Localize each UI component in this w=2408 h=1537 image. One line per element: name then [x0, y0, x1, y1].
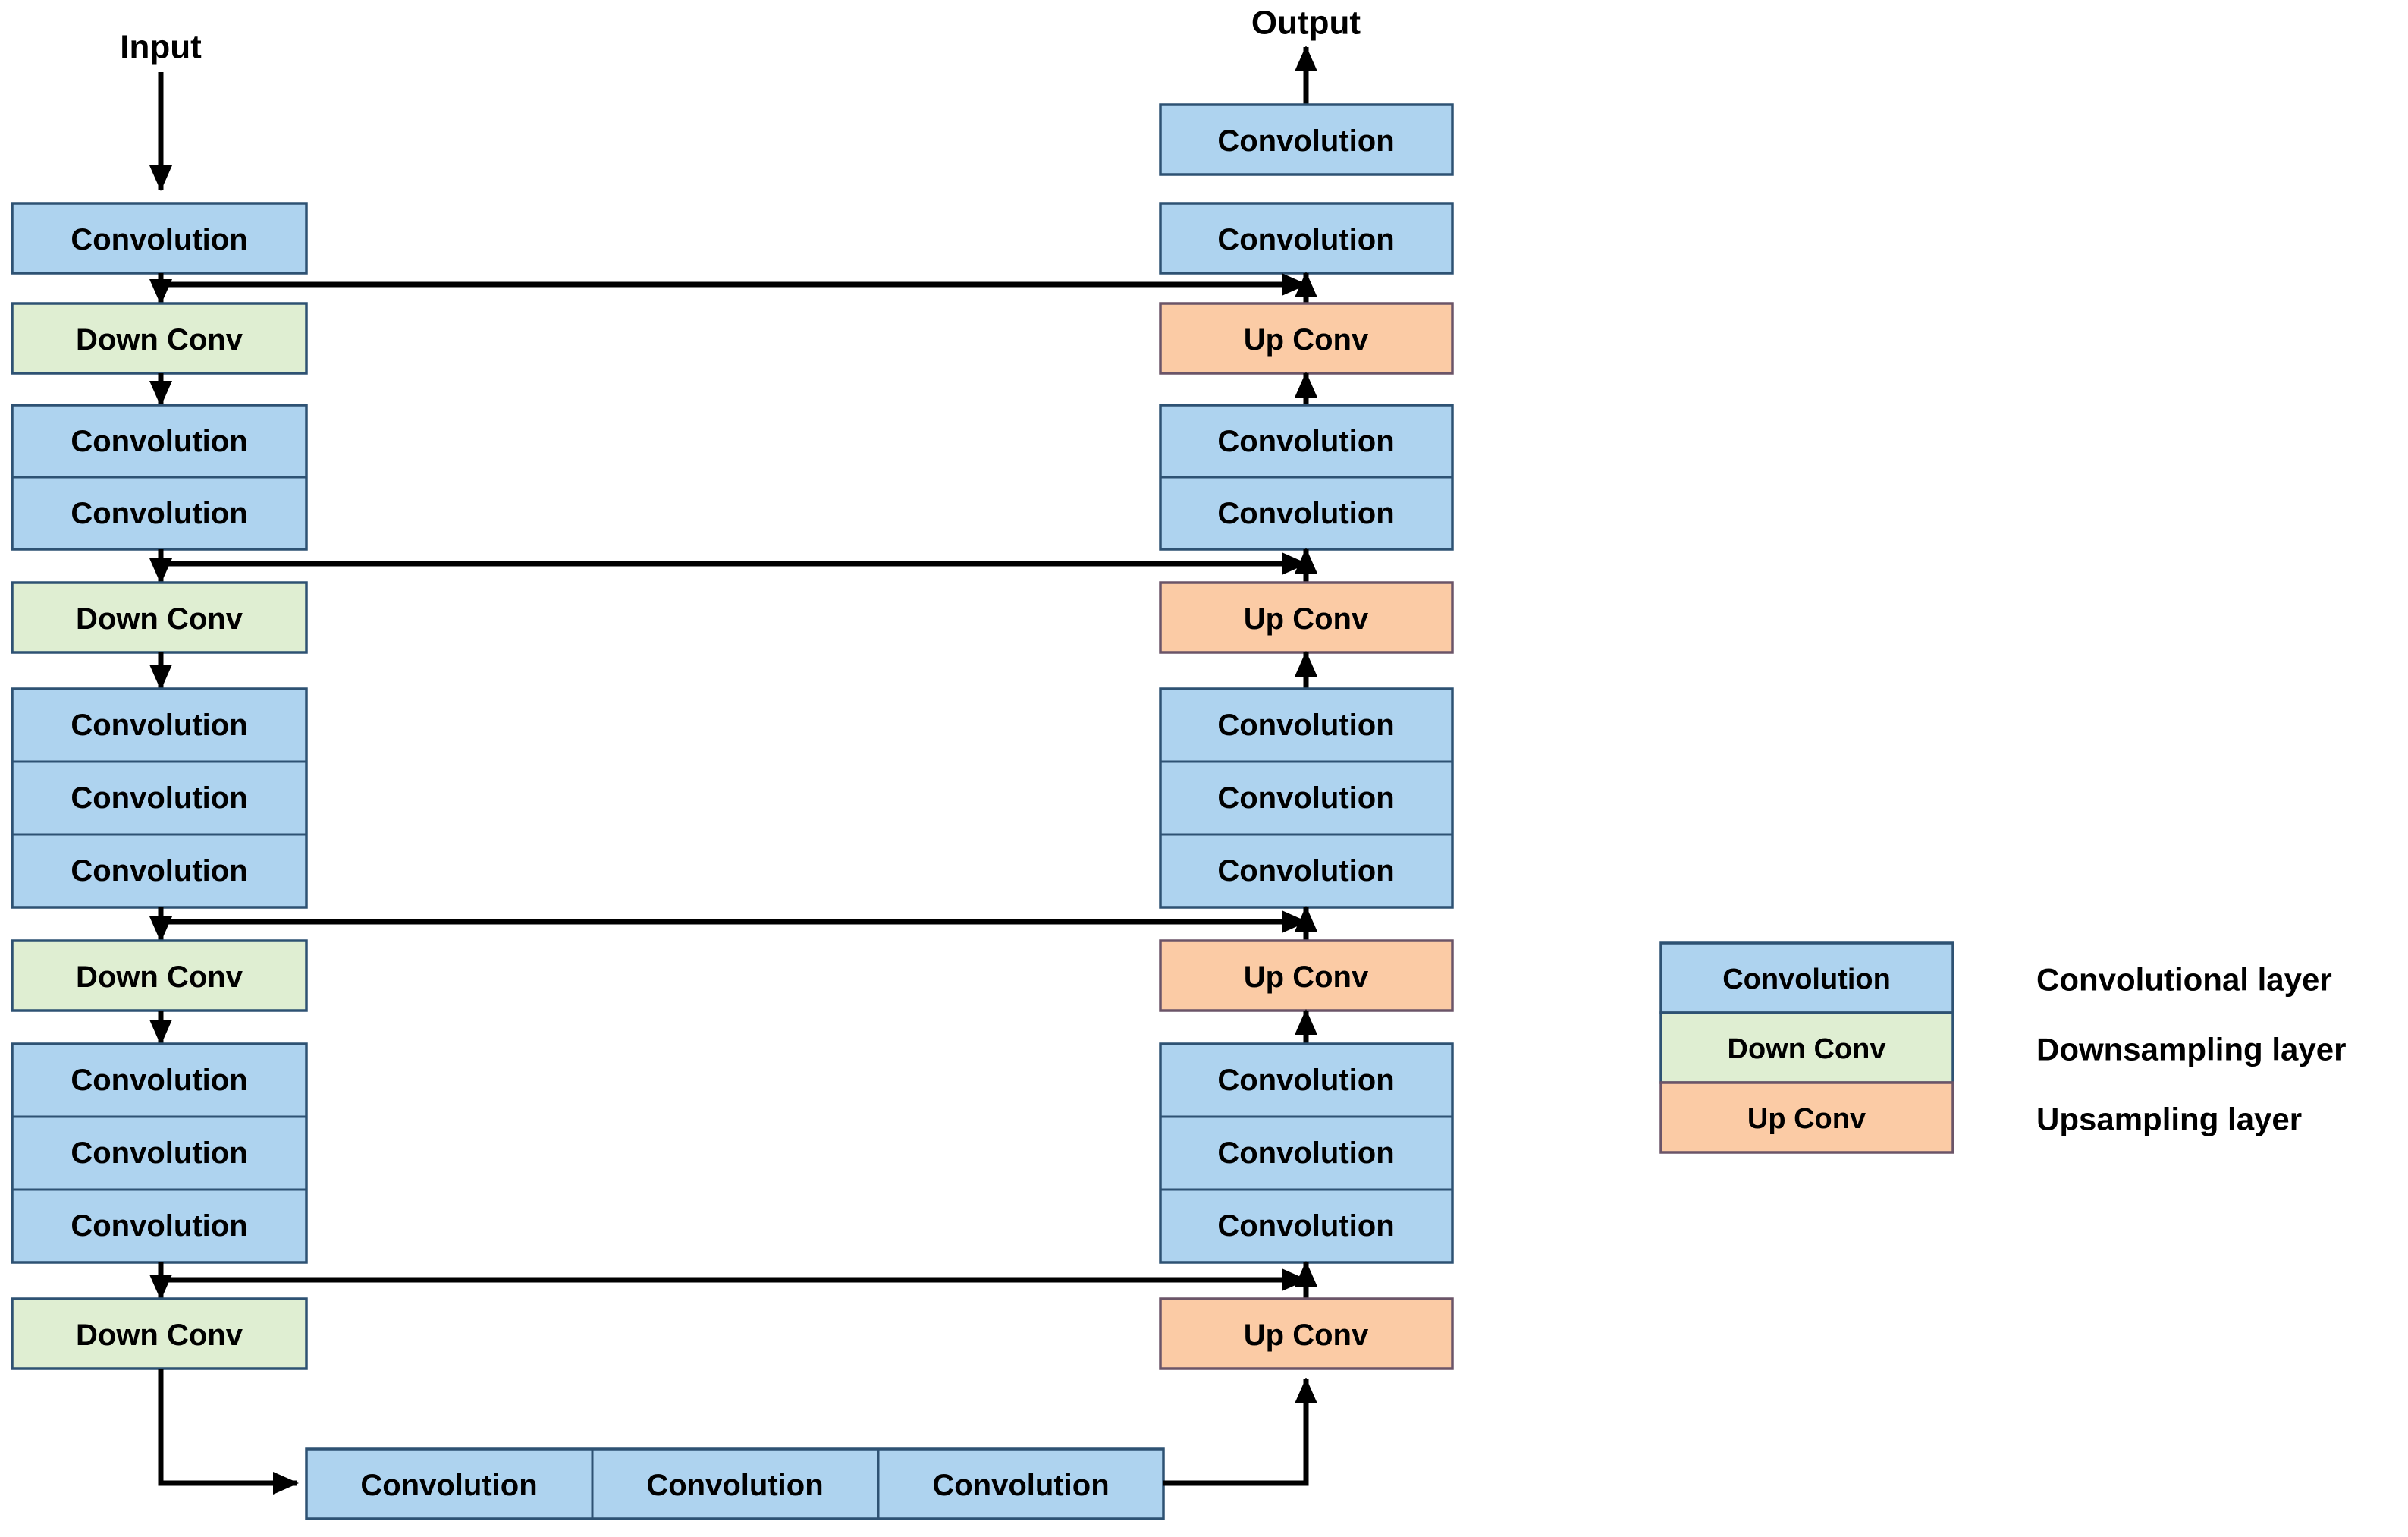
enc-stage-4-box[interactable] [11, 1042, 308, 1264]
legend-description-convolution: Convolutional layer [2036, 962, 2332, 998]
enc-down-1[interactable]: Down Conv [11, 302, 308, 375]
enc-down-2[interactable]: Down Conv [11, 581, 308, 654]
legend: Convolution Convolutional layer Down Con… [1659, 941, 2346, 1154]
legend-swatch-down-conv [1659, 1011, 1954, 1084]
dec-stage-4[interactable]: Convolution Convolution Convolution [1159, 1042, 1454, 1264]
dec-out-conv-box[interactable] [1159, 103, 1454, 176]
input-label: Input [120, 29, 202, 66]
dec-out-conv[interactable]: Convolution [1159, 103, 1454, 176]
enc-stage-3-box[interactable] [11, 687, 308, 909]
dec-stage-2[interactable]: Convolution Convolution [1159, 404, 1454, 551]
dec-up-2-box[interactable] [1159, 581, 1454, 654]
output-label: Output [1251, 5, 1361, 42]
legend-swatch-convolution [1659, 941, 1954, 1014]
edge-down4-to-bottleneck [158, 1369, 299, 1495]
enc-conv-1-1-box[interactable] [11, 202, 308, 275]
enc-down-2-box[interactable] [11, 581, 308, 654]
enc-down-4[interactable]: Down Conv [11, 1297, 308, 1370]
dec-stage-4-box[interactable] [1159, 1042, 1454, 1264]
edge-bottleneck-to-up4 [1163, 1378, 1317, 1486]
enc-down-1-box[interactable] [11, 302, 308, 375]
legend-item-convolution: Convolution Convolutional layer [1659, 941, 2332, 1014]
dec-up-4-box[interactable] [1159, 1297, 1454, 1370]
dec-stage-3[interactable]: Convolution Convolution Convolution [1159, 687, 1454, 909]
legend-item-up-conv: Up Conv Upsampling layer [1659, 1081, 2302, 1154]
dec-up-4[interactable]: Up Conv [1159, 1297, 1454, 1370]
legend-item-down-conv: Down Conv Downsampling layer [1659, 1011, 2346, 1084]
dec-up-3[interactable]: Up Conv [1159, 939, 1454, 1012]
dec-up-1-box[interactable] [1159, 302, 1454, 375]
dec-conv-1-1-box[interactable] [1159, 202, 1454, 275]
legend-swatch-up-conv [1659, 1081, 1954, 1154]
dec-stage-1[interactable]: Convolution [1159, 202, 1454, 275]
dec-up-3-box[interactable] [1159, 939, 1454, 1012]
legend-swatch-up-conv-label: Up Conv [1747, 1103, 1866, 1135]
enc-stage-3[interactable]: Convolution Convolution Convolution [11, 687, 308, 909]
enc-down-3-box[interactable] [11, 939, 308, 1012]
dec-up-1[interactable]: Up Conv [1159, 302, 1454, 375]
bottleneck-row[interactable]: Convolution Convolution Convolution [305, 1447, 1165, 1520]
enc-down-4-box[interactable] [11, 1297, 308, 1370]
enc-down-3[interactable]: Down Conv [11, 939, 308, 1012]
legend-swatch-convolution-label: Convolution [1722, 963, 1891, 995]
legend-description-up-conv: Upsampling layer [2036, 1102, 2302, 1137]
dec-up-2[interactable]: Up Conv [1159, 581, 1454, 654]
enc-stage-4[interactable]: Convolution Convolution Convolution [11, 1042, 308, 1264]
enc-stage-2[interactable]: Convolution Convolution [11, 404, 308, 551]
bottleneck-box[interactable] [305, 1447, 1165, 1520]
legend-swatch-down-conv-label: Down Conv [1728, 1033, 1886, 1065]
dec-stage-3-box[interactable] [1159, 687, 1454, 909]
enc-stage-1[interactable]: Convolution [11, 202, 308, 275]
legend-description-down-conv: Downsampling layer [2036, 1032, 2346, 1067]
